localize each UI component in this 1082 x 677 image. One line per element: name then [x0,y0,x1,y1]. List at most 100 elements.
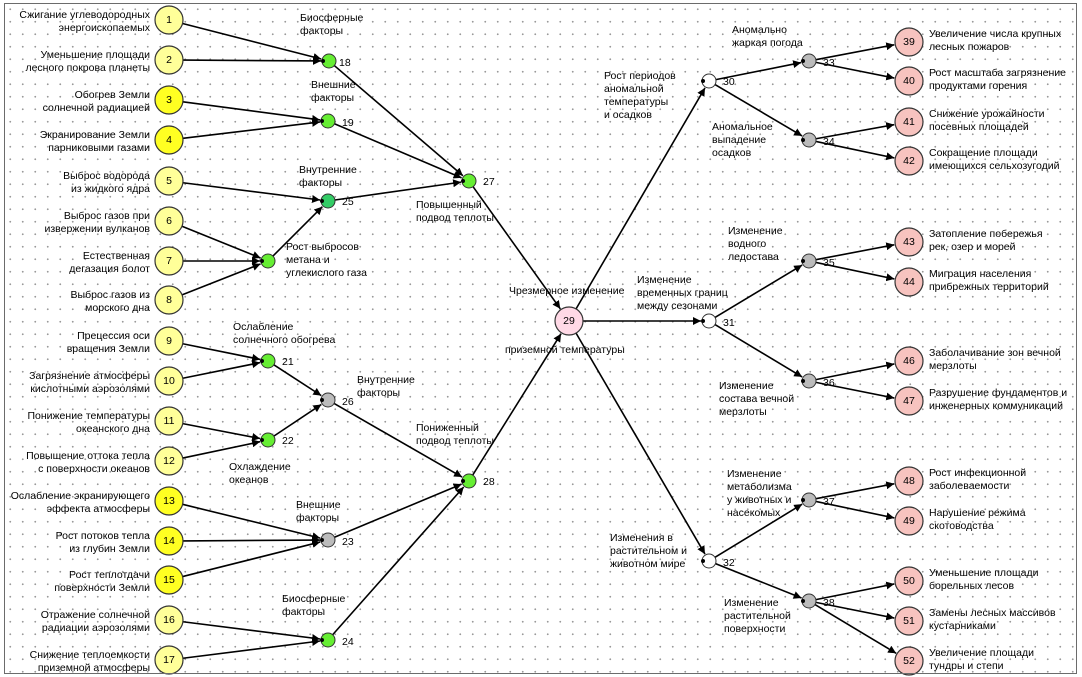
node-42[interactable] [894,146,924,176]
node-number-37: 37 [823,496,835,508]
node-number-52: 52 [903,655,915,667]
node-number-23: 23 [342,536,354,548]
node-29[interactable] [554,306,584,336]
node-14[interactable] [154,526,184,556]
edge-38-52 [814,603,897,654]
node-4[interactable] [154,125,184,155]
node-2[interactable] [154,45,184,75]
edge-35-44 [815,261,895,282]
node-7[interactable] [154,246,184,276]
edge-14-23 [182,536,321,545]
node-number-32: 32 [723,557,735,569]
connector-dot-35 [801,259,805,263]
node-43[interactable] [894,227,924,257]
node-16[interactable] [154,605,184,635]
node-44[interactable] [894,267,924,297]
node-17[interactable] [154,645,184,675]
node-6[interactable] [154,206,184,236]
edge-4-19 [182,118,321,140]
connector-dot-22 [260,438,264,442]
edge-28-29 [472,333,562,476]
node-47[interactable] [894,386,924,416]
node-41[interactable] [894,107,924,137]
node-number-41: 41 [903,116,915,128]
node-number-8: 8 [166,294,172,306]
node-number-40: 40 [903,75,915,87]
node-number-35: 35 [823,257,835,269]
node-number-34: 34 [823,136,835,148]
connector-dot-33 [801,59,805,63]
edge-24-28 [332,486,465,636]
edge-37-48 [815,481,895,500]
node-13[interactable] [154,486,184,516]
center-label-bottom: приземной температуры [505,344,625,356]
node-3[interactable] [154,85,184,115]
connector-dot-32 [701,559,705,563]
node-50[interactable] [894,566,924,596]
node-52[interactable] [894,646,924,676]
edge-n20-25 [272,206,323,257]
edge-32-38 [715,562,802,599]
node-number-28: 28 [483,476,495,488]
node-5[interactable] [154,166,184,196]
node-15[interactable] [154,565,184,595]
node-number-47: 47 [903,395,915,407]
node-number-21: 21 [282,356,294,368]
edge-34-42 [815,140,895,161]
node-10[interactable] [154,366,184,396]
connector-dot-27 [461,179,465,183]
node-49[interactable] [894,506,924,536]
node-1[interactable] [154,5,184,35]
connector-dot-19 [320,119,324,123]
node-number-11: 11 [164,415,175,427]
edge-36-46 [815,361,895,381]
node-number-15: 15 [163,574,175,586]
node-8[interactable] [154,285,184,315]
edge-13-23 [182,503,321,541]
node-11[interactable] [154,406,184,436]
node-number-31: 31 [723,317,735,329]
edge-31-35 [714,264,803,319]
node-number-6: 6 [166,215,172,227]
edge-11-22 [182,422,261,441]
node-40[interactable] [894,66,924,96]
node-number-27: 27 [483,176,495,188]
edge-29-30 [575,87,706,310]
edge-5-25 [182,181,321,203]
edge-18-27 [333,64,464,177]
edge-17-24 [182,638,321,660]
node-number-43: 43 [903,236,915,248]
node-number-10: 10 [163,375,175,387]
node-48[interactable] [894,466,924,496]
node-51[interactable] [894,606,924,636]
node-46[interactable] [894,346,924,376]
node-number-48: 48 [903,475,915,487]
node-9[interactable] [154,326,184,356]
node-39[interactable] [894,27,924,57]
node-12[interactable] [154,446,184,476]
